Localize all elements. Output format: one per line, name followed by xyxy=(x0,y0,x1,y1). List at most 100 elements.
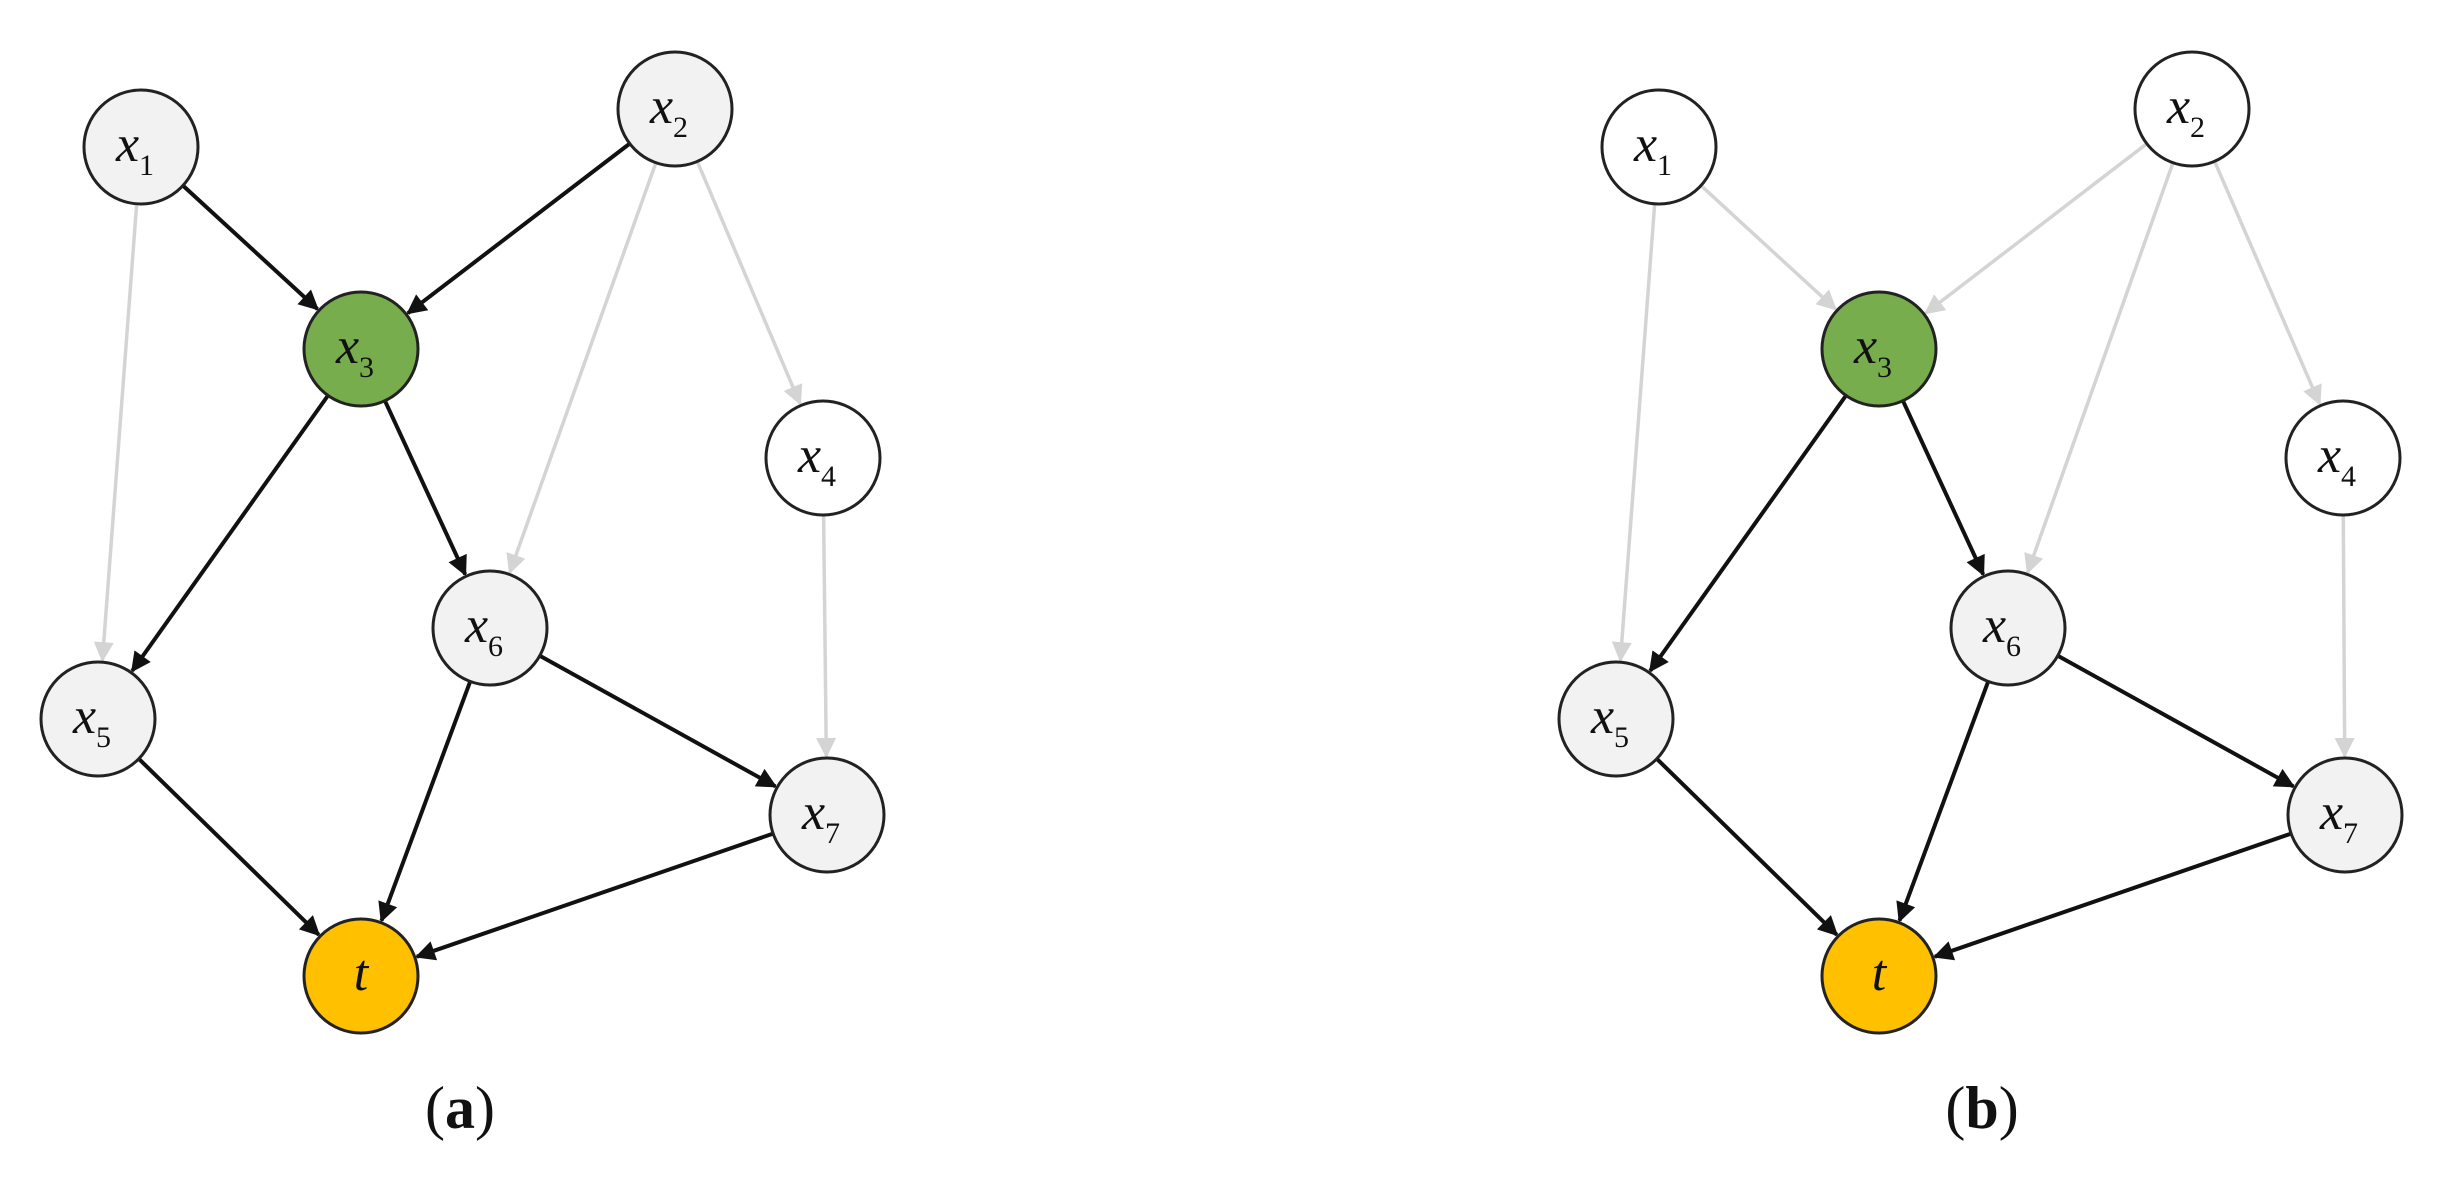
panel-a-node-x7-label: x7 xyxy=(801,784,840,850)
panel-b-node-x5: x5 xyxy=(1557,660,1675,778)
panel-b-node-x6: x6 xyxy=(1949,569,2067,687)
panel-a-edge-x2-to-x3 xyxy=(406,142,631,315)
panel-a-node-x5: x5 xyxy=(39,660,157,778)
panel-a-node-t: t xyxy=(302,917,420,1035)
panel-a-node-x4-label: x4 xyxy=(797,427,836,493)
node-label-subscript: 3 xyxy=(1877,351,1892,384)
node-label-base: x xyxy=(464,597,488,654)
panel-b-node-t-label: t xyxy=(1872,945,1888,1002)
node-label-base: t xyxy=(1872,945,1888,1002)
node-label-subscript: 5 xyxy=(96,721,111,754)
panel-a-edge-x4-to-x7 xyxy=(816,514,837,758)
panel-a-edges xyxy=(93,142,837,961)
panel-a-node-x3-circle xyxy=(302,290,420,408)
node-label-subscript: 5 xyxy=(1614,721,1629,754)
panel-b-node-x7-label: x7 xyxy=(2319,784,2358,850)
node-label-subscript: 7 xyxy=(2343,817,2358,850)
panel-a-edge-x6-to-x7 xyxy=(538,653,778,789)
node-label-subscript: 7 xyxy=(825,817,840,850)
node-label-subscript: 6 xyxy=(488,630,503,663)
panel-a-node-x3-label: x3 xyxy=(335,318,374,384)
panel-a-node-t-label: t xyxy=(354,945,370,1002)
panel-b-edge-x6-to-x7 xyxy=(2056,653,2296,789)
panel-b-edge-x1-to-x3 xyxy=(1699,184,1837,311)
panel-a-node-x2: x2 xyxy=(616,50,734,168)
panel-b-node-x5-circle xyxy=(1557,660,1675,778)
node-label-base: x xyxy=(72,688,96,745)
panel-b-node-x1-label: x1 xyxy=(1633,116,1672,182)
node-label-base: x xyxy=(1590,688,1614,745)
node-label-subscript: 1 xyxy=(139,149,154,182)
panel-b-node-x2-label: x2 xyxy=(2166,78,2205,144)
panel-b-edge-x2-to-x4 xyxy=(2212,160,2322,406)
panel-a-node-x6-circle xyxy=(431,569,549,687)
node-label-base: x xyxy=(797,427,821,484)
node-label-base: x xyxy=(335,318,359,375)
panel-b-edge-x1-to-x5 xyxy=(1611,203,1657,663)
panel-b-label: (b) xyxy=(1945,1075,2018,1141)
panel-b-node-x2-circle xyxy=(2133,50,2251,168)
node-label-base: x xyxy=(2317,427,2341,484)
node-label-base: x xyxy=(649,78,673,135)
node-label-subscript: 6 xyxy=(2006,630,2021,663)
panel-a-node-x3: x3 xyxy=(302,290,420,408)
node-label-base: x xyxy=(1853,318,1877,375)
panel-a-edge-x2-to-x6 xyxy=(506,162,658,575)
panel-b-node-x4-circle xyxy=(2284,399,2402,517)
node-label-subscript: 3 xyxy=(359,351,374,384)
panel-b-edge-x4-to-x7 xyxy=(2334,514,2355,758)
panel-b-node-x5-label: x5 xyxy=(1590,688,1629,754)
panel-b-node-x4: x4 xyxy=(2284,399,2402,517)
node-label-subscript: 2 xyxy=(673,111,688,144)
panel-a-node-x6-label: x6 xyxy=(464,597,503,663)
node-label-base: x xyxy=(115,116,139,173)
panel-b-node-x3: x3 xyxy=(1820,290,1938,408)
panel-a-node-x1: x1 xyxy=(82,88,200,206)
panel-a-node-x7-circle xyxy=(768,756,886,874)
panel-b-node-x6-circle xyxy=(1949,569,2067,687)
panel-b-node-x2: x2 xyxy=(2133,50,2251,168)
panel-a-node-x6: x6 xyxy=(431,569,549,687)
panel-a-node-x2-circle xyxy=(616,50,734,168)
node-label-subscript: 1 xyxy=(1657,149,1672,182)
panel-b-node-x7: x7 xyxy=(2286,756,2404,874)
panel-b-edge-x3-to-x5 xyxy=(1648,394,1848,673)
panel-a-edge-x6-to-t xyxy=(378,680,473,923)
panel-a-edge-x5-to-t xyxy=(137,757,321,937)
panel-b-edge-x5-to-t xyxy=(1655,757,1839,937)
node-label-base: t xyxy=(354,945,370,1002)
panel-a-node-x2-label: x2 xyxy=(649,78,688,144)
panel-a-node-x4-circle xyxy=(764,399,882,517)
panel-a-node-x7: x7 xyxy=(768,756,886,874)
node-label-base: x xyxy=(1982,597,2006,654)
panel-b-edge-x6-to-t xyxy=(1896,680,1991,923)
panel-a-edge-x1-to-x3 xyxy=(181,184,319,311)
panel-b-node-x1: x1 xyxy=(1600,88,1718,206)
node-label-base: x xyxy=(2319,784,2343,841)
panel-b-edge-x2-to-x6 xyxy=(2024,162,2175,575)
panel-b-edge-x7-to-t xyxy=(1932,831,2292,961)
node-label-base: x xyxy=(2166,78,2190,135)
panel-a-edge-x7-to-t xyxy=(414,831,774,961)
node-label-subscript: 4 xyxy=(2341,460,2356,493)
panel-a-node-x1-label: x1 xyxy=(115,116,154,182)
node-label-subscript: 2 xyxy=(2190,111,2205,144)
panel-a-edge-x2-to-x4 xyxy=(695,160,803,406)
panel-b-node-t: t xyxy=(1820,917,1938,1035)
panel-a-node-x4: x4 xyxy=(764,399,882,517)
panel-a-node-x1-circle xyxy=(82,88,200,206)
panel-b-node-x7-circle xyxy=(2286,756,2404,874)
panel-b-edge-x2-to-x3 xyxy=(1924,142,2148,315)
panel-b-node-x1-circle xyxy=(1600,88,1718,206)
panel-b-node-t-circle xyxy=(1820,917,1938,1035)
panel-b-node-x3-circle xyxy=(1820,290,1938,408)
panel-a-node-t-circle xyxy=(302,917,420,1035)
panel-b-edge-x3-to-x6 xyxy=(1901,399,1986,577)
panel-b-node-x4-label: x4 xyxy=(2317,427,2356,493)
panel-b-edges xyxy=(1611,142,2355,961)
panel-a-label: (a) xyxy=(425,1075,495,1141)
node-label-base: x xyxy=(801,784,825,841)
